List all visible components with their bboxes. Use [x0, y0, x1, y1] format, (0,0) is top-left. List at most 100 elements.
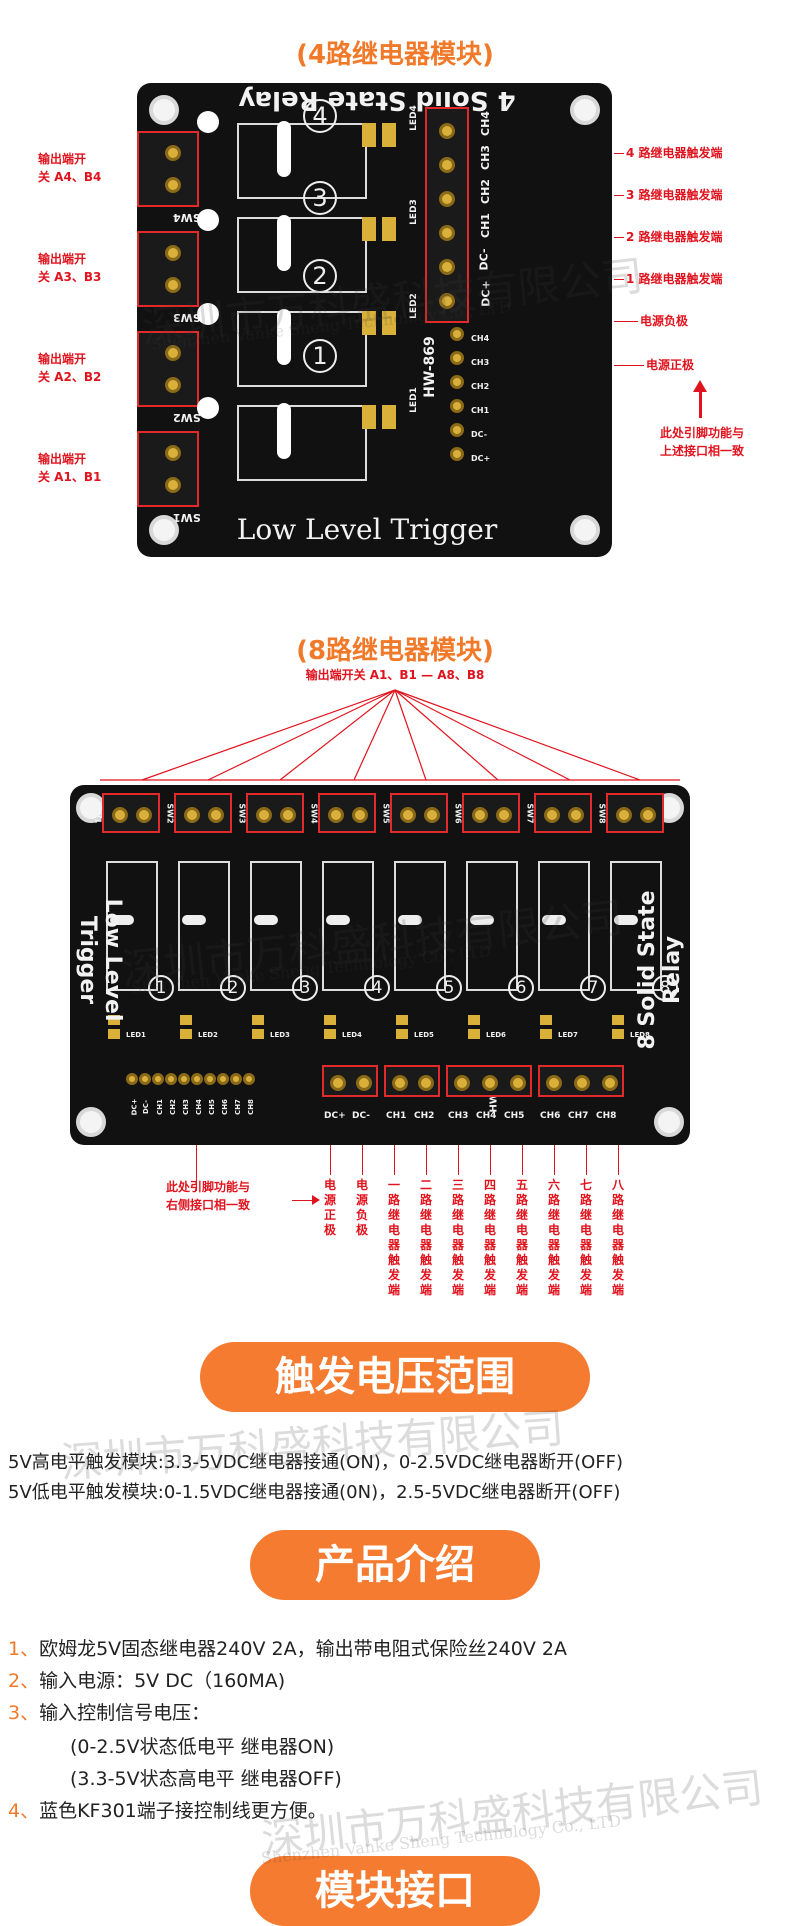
pin-header: [126, 1073, 256, 1089]
bottom-label-dc-plus: 电源正极: [323, 1178, 336, 1237]
terminal-pin-label: CH5: [504, 1111, 525, 1121]
bottom-label-ch2: 二路继电器触发端: [419, 1178, 432, 1297]
pin-header: [449, 327, 467, 475]
output-terminal-1: [137, 431, 199, 507]
bottom-label-ch3: 三路继电器触发端: [451, 1178, 464, 1297]
left-label-3: 输出端开关 A3、B3: [38, 252, 102, 284]
fuse: [197, 397, 219, 419]
switch-label: SW5: [381, 803, 391, 824]
output-terminal: [102, 793, 160, 833]
right-label-dc-minus: 电源负极: [640, 314, 689, 328]
mount-hole: [570, 515, 600, 545]
board-4ch: 4 Solid State Relay Low Level Trigger SW…: [137, 83, 612, 557]
relay-number: 1: [148, 975, 174, 1001]
header-pin-label: CH7: [233, 1099, 242, 1115]
board-bottom-text: Low Level Trigger: [236, 513, 498, 546]
bottom-label-ch8: 八路继电器触发端: [611, 1178, 624, 1297]
led-label: LED7: [558, 1031, 578, 1039]
led-label: LED3: [270, 1031, 290, 1039]
header-pin-label: CH3: [181, 1099, 190, 1115]
board-side-left: Low Level Trigger: [75, 898, 125, 1022]
switch-label: SW6: [453, 803, 463, 824]
header-pin-label: CH5: [207, 1099, 216, 1115]
note-8ch: 此处引脚功能与右侧接口相一致: [166, 1180, 251, 1212]
terminal-pin-label: CH6: [540, 1111, 561, 1121]
header-pin-label: CH1: [155, 1099, 164, 1115]
output-terminal-4: [137, 131, 199, 207]
relay: [178, 861, 230, 991]
terminal-pin-label: CH3: [448, 1111, 469, 1121]
bottom-label-ch6: 六路继电器触发端: [547, 1178, 560, 1297]
terminal-pin-label: CH7: [568, 1111, 589, 1121]
output-terminal-3: [137, 231, 199, 307]
right-label-ch4: 4 路继电器触发端: [626, 146, 723, 160]
relay: [466, 861, 518, 991]
right-label-ch1: 1 路继电器触发端: [626, 272, 723, 286]
left-label-1: 输出端开关 A1、B1: [38, 452, 102, 484]
control-terminal: [538, 1065, 624, 1097]
output-terminal: [246, 793, 304, 833]
switch-label: SW3: [237, 803, 247, 824]
header-pin-label: CH4: [471, 334, 490, 343]
intro-item-1: 1、欧姆龙5V固态继电器240V 2A，输出带电阻式保险丝240V 2A: [8, 1638, 567, 1660]
note-4ch: 此处引脚功能与上述接口相一致: [660, 426, 745, 458]
fuse: [197, 303, 219, 325]
header-pin-label: CH2: [471, 382, 490, 391]
output-terminal: [462, 793, 520, 833]
output-terminal: [534, 793, 592, 833]
relay-number: 4: [364, 975, 390, 1001]
relay-3: [237, 217, 367, 293]
switch-label: SW2: [165, 803, 175, 824]
switch-label: SW7: [525, 803, 535, 824]
led-label: LED8: [630, 1031, 650, 1039]
right-label-dc-plus: 电源正极: [646, 358, 695, 372]
mount-hole: [570, 95, 600, 125]
relay: [250, 861, 302, 991]
terminal-pin-label: CH8: [596, 1111, 617, 1121]
relay-4: [237, 123, 367, 199]
relay: [322, 861, 374, 991]
interface-banner: 模块接口: [250, 1856, 540, 1926]
intro-item-3: 3、输入控制信号电压：: [8, 1702, 211, 1724]
output-terminal: [318, 793, 376, 833]
led-label: LED5: [414, 1031, 434, 1039]
header-pin-label: DC+: [471, 454, 491, 463]
relay-2: [237, 311, 367, 387]
control-terminal: [446, 1065, 532, 1097]
fuse: [197, 209, 219, 231]
relay-number: 2: [303, 259, 337, 293]
module4-title: (4路继电器模块): [296, 40, 494, 70]
header-pin-label: CH6: [220, 1099, 229, 1115]
output-terminal: [606, 793, 664, 833]
relay: [394, 861, 446, 991]
fuse-slot: [277, 215, 291, 271]
intro-item-3b: (3.3-5V状态高电平 继电器OFF): [70, 1768, 342, 1790]
trigger-line-1: 5V高电平触发模块:3.3-5VDC继电器接通(ON)，0-2.5VDC继电器断…: [8, 1452, 624, 1473]
control-terminal: [322, 1065, 378, 1097]
relay: [610, 861, 662, 991]
terminal-pin-label: CH4: [476, 1111, 497, 1121]
switch-label: SW1: [93, 803, 103, 824]
right-label-ch2: 2 路继电器触发端: [626, 230, 723, 244]
fuse-slot: [277, 403, 291, 459]
bottom-label-ch5: 五路继电器触发端: [515, 1178, 528, 1297]
trigger-line-2: 5V低电平触发模块:0-1.5VDC继电器接通(0N)，2.5-5VDC继电器断…: [8, 1482, 621, 1503]
header-pin-label: CH1: [471, 406, 490, 415]
relay-number: 1: [303, 339, 337, 373]
led-label: LED4: [342, 1031, 362, 1039]
board-8ch: SW1 SW2 SW3 SW4 SW5 SW6 SW7 SW8 1 2 3 4 …: [70, 785, 690, 1145]
fan-lines: [100, 689, 680, 781]
relay-number: 3: [303, 181, 337, 215]
control-terminal: [384, 1065, 440, 1097]
mount-hole: [149, 515, 179, 545]
relay-number: 5: [436, 975, 462, 1001]
relay: [538, 861, 590, 991]
relay-number: 2: [220, 975, 246, 1001]
relay-number: 3: [292, 975, 318, 1001]
header-pin-label: CH2: [168, 1099, 177, 1115]
led-label: LED1: [126, 1031, 146, 1039]
relay: [106, 861, 158, 991]
header-pin-label: DC+: [130, 1098, 139, 1116]
terminal-pin-label: CH1: [386, 1111, 407, 1121]
relay-number: 6: [508, 975, 534, 1001]
